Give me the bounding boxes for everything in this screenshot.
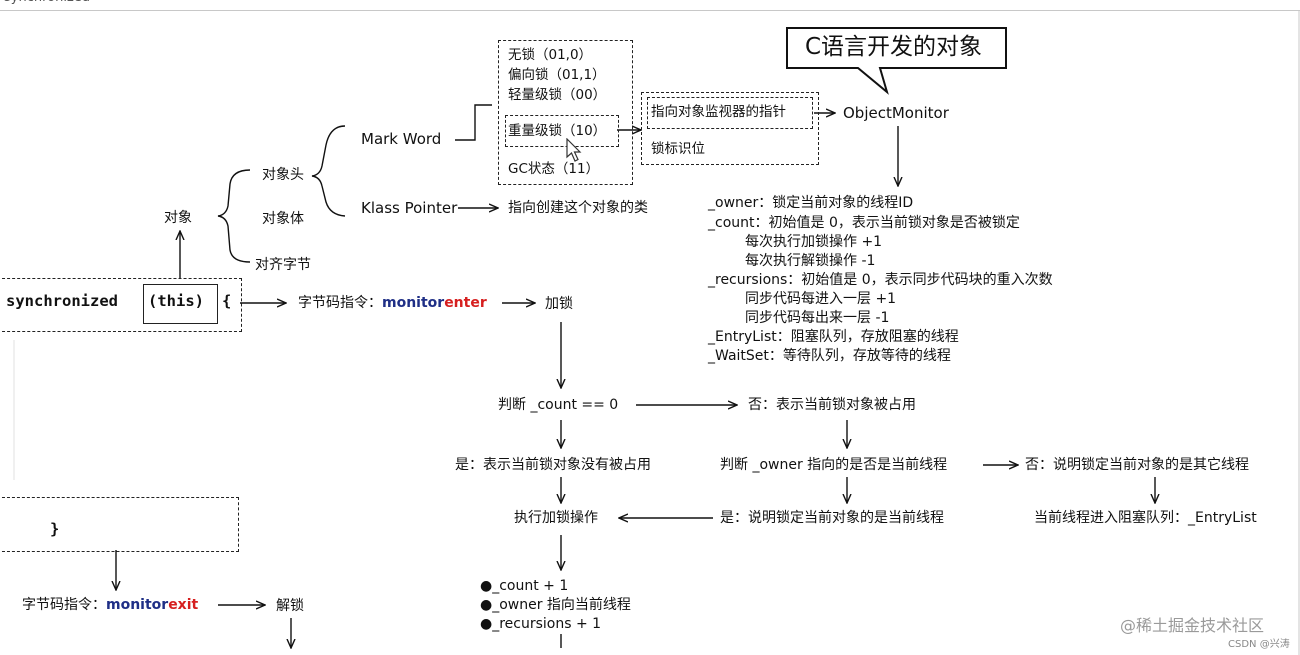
- sync-code-box: [0, 278, 242, 332]
- yes-current-thread: 是：说明锁定当前对象的是当前线程: [720, 510, 944, 526]
- no-other-thread: 否：说明锁定当前对象的是其它线程: [1025, 457, 1249, 473]
- top-toolbar-strip: synchronized: [0, 0, 1300, 11]
- lock-state-gc: GC状态（11）: [508, 161, 600, 177]
- lock-state-biased: 偏向锁（01,1）: [508, 67, 606, 83]
- exit-word: exit: [168, 597, 199, 613]
- field-recursions-inc: 同步代码每进入一层 +1: [745, 291, 897, 307]
- entry-queue: 当前线程进入阻塞队列：_EntryList: [1034, 510, 1257, 526]
- field-entrylist: _EntryList：阻塞队列，存放阻塞的线程: [708, 329, 959, 345]
- lock-label: 加锁: [545, 296, 573, 312]
- no-occupied: 否：表示当前锁对象被占用: [748, 397, 916, 413]
- this-keyword: (this): [148, 292, 204, 310]
- klass-desc-label: 指向创建这个对象的类: [508, 200, 648, 216]
- unlock-label: 解锁: [276, 598, 304, 614]
- close-brace: }: [50, 520, 60, 538]
- heavy-lock-box: [505, 115, 619, 147]
- watermark: @稀土掘金技术社区: [1120, 616, 1265, 635]
- field-owner: _owner：锁定当前对象的线程ID: [708, 195, 914, 211]
- padding-label: 对齐字节: [255, 257, 311, 273]
- watermark-small: CSDN @兴涛: [1228, 639, 1290, 650]
- effect-owner: ●_owner 指向当前线程: [480, 597, 631, 613]
- sync-keyword: synchronized: [6, 292, 118, 310]
- field-count-dec: 每次执行解锁操作 -1: [745, 253, 876, 269]
- field-waitset: _WaitSet：等待队列，存放等待的线程: [708, 348, 951, 364]
- close-brace-box: [0, 497, 239, 552]
- lock-states-box: [498, 40, 633, 185]
- header-label: 对象头: [262, 167, 304, 183]
- field-count-inc: 每次执行加锁操作 +1: [745, 234, 883, 250]
- mark-word-label: Mark Word: [361, 130, 442, 148]
- field-count: _count：初始值是 0，表示当前锁对象是否被锁定: [708, 215, 1020, 231]
- bytecode-exit: 字节码指令：monitorexit: [22, 596, 198, 614]
- monitor-pointer-inner-box: [647, 97, 813, 129]
- lock-state-light: 轻量级锁（00）: [508, 87, 607, 103]
- effect-recursions: ●_recursions + 1: [480, 616, 602, 632]
- yes-free: 是：表示当前锁对象没有被占用: [455, 457, 651, 473]
- bytecode-enter: 字节码指令：monitorenter: [298, 294, 487, 312]
- open-brace: {: [222, 292, 232, 310]
- top-fragment: synchronized: [4, 0, 90, 5]
- enter-word: enter: [444, 295, 487, 311]
- object-monitor-label: ObjectMonitor: [843, 104, 949, 122]
- lock-state-heavy: 重量级锁（10）: [508, 123, 607, 139]
- lock-flag-label: 锁标识位: [651, 141, 705, 157]
- mouse-cursor-icon: [566, 138, 582, 162]
- bytecode-label: 字节码指令：: [298, 295, 382, 311]
- effect-count: ●_count + 1: [480, 578, 569, 594]
- monitor-exit-word: monitor: [106, 597, 169, 613]
- do-lock: 执行加锁操作: [514, 510, 598, 526]
- klass-pointer-label: Klass Pointer: [361, 199, 458, 217]
- bytecode-exit-label: 字节码指令：: [22, 597, 106, 613]
- check-owner: 判断 _owner 指向的是否是当前线程: [720, 457, 948, 473]
- check-count: 判断 _count == 0: [498, 397, 619, 413]
- body-label: 对象体: [262, 211, 304, 227]
- object-label: 对象: [164, 210, 192, 226]
- monitor-pointer-box: [641, 92, 819, 165]
- callout-label: C语言开发的对象: [805, 34, 983, 60]
- monitor-word: monitor: [382, 295, 445, 311]
- field-recursions-dec: 同步代码每出来一层 -1: [745, 310, 890, 326]
- lock-state-none: 无锁（01,0）: [508, 47, 593, 63]
- field-recursions: _recursions：初始值是 0，表示同步代码块的重入次数: [708, 272, 1053, 288]
- monitor-pointer-label: 指向对象监视器的指针: [651, 104, 786, 120]
- this-box: [143, 284, 218, 324]
